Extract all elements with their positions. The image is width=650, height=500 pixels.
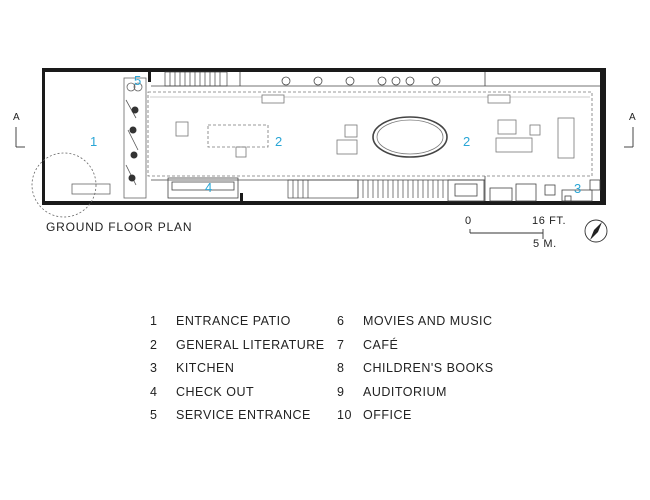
lower-strip bbox=[151, 176, 601, 202]
legend-item: 4 CHECK OUT bbox=[150, 383, 343, 402]
exterior-walls bbox=[42, 68, 606, 205]
legend-label: CHECK OUT bbox=[176, 384, 255, 399]
legend-number: 4 bbox=[150, 384, 158, 399]
room-legend: 1 ENTRANCE PATIO 6 MOVIES AND MUSIC 2 GE… bbox=[150, 312, 510, 425]
legend-item: 5 SERVICE ENTRANCE bbox=[150, 406, 343, 425]
stairs-bottom bbox=[287, 179, 444, 199]
main-hall bbox=[147, 91, 593, 177]
scale-bar bbox=[469, 229, 544, 239]
room-number-check-out: 4 bbox=[205, 180, 213, 195]
room-number-kitchen: 3 bbox=[574, 181, 582, 196]
legend-item: 3 KITCHEN bbox=[150, 359, 343, 378]
north-arrow-icon bbox=[584, 219, 608, 243]
legend-number: 9 bbox=[337, 384, 345, 399]
legend-item: 7 CAFÉ bbox=[337, 336, 510, 355]
legend-number: 10 bbox=[337, 408, 352, 423]
legend-number: 5 bbox=[150, 408, 158, 423]
room-number-general-literature-east: 2 bbox=[463, 134, 471, 149]
legend-item: 2 GENERAL LITERATURE bbox=[150, 336, 343, 355]
legend-item: 8 CHILDREN'S BOOKS bbox=[337, 359, 510, 378]
legend-number: 7 bbox=[337, 337, 345, 352]
legend-label: ENTRANCE PATIO bbox=[176, 314, 291, 329]
legend-number: 3 bbox=[150, 361, 158, 376]
legend-label: MOVIES AND MUSIC bbox=[363, 314, 493, 329]
legend-label: CAFÉ bbox=[363, 337, 399, 352]
legend-number: 8 bbox=[337, 361, 345, 376]
legend-label: KITCHEN bbox=[176, 361, 235, 376]
floor-plan-drawing bbox=[15, 68, 634, 243]
legend-item: 6 MOVIES AND MUSIC bbox=[337, 312, 510, 331]
legend-label: GENERAL LITERATURE bbox=[176, 337, 325, 352]
entrance-patio bbox=[31, 77, 147, 218]
patio-columns bbox=[128, 106, 139, 182]
legend-number: 6 bbox=[337, 314, 345, 329]
legend-number: 2 bbox=[150, 337, 158, 352]
plan-caption: GROUND FLOOR PLAN bbox=[46, 220, 193, 234]
room-number-general-literature-west: 2 bbox=[275, 134, 283, 149]
section-marker-right bbox=[624, 127, 634, 148]
scale-feet-label: 16 FT. bbox=[532, 215, 567, 227]
room-number-service-entrance: 5 bbox=[134, 73, 142, 88]
legend-item: 10 OFFICE bbox=[337, 406, 510, 425]
top-service-strip bbox=[151, 72, 600, 87]
section-marker-left bbox=[15, 127, 25, 148]
legend-item: 1 ENTRANCE PATIO bbox=[150, 312, 343, 331]
legend-label: OFFICE bbox=[363, 408, 412, 423]
room-number-entrance-patio: 1 bbox=[90, 134, 98, 149]
stairs-top bbox=[164, 71, 228, 87]
legend-label: SERVICE ENTRANCE bbox=[176, 408, 311, 423]
scale-zero-label: 0 bbox=[465, 215, 472, 227]
scale-meters-label: 5 M. bbox=[533, 238, 557, 250]
section-label-right: A bbox=[629, 112, 637, 123]
legend-number: 1 bbox=[150, 314, 158, 329]
legend-label: AUDITORIUM bbox=[363, 384, 447, 399]
section-label-left: A bbox=[13, 112, 21, 123]
legend-item: 9 AUDITORIUM bbox=[337, 383, 510, 402]
legend-label: CHILDREN'S BOOKS bbox=[363, 361, 494, 376]
